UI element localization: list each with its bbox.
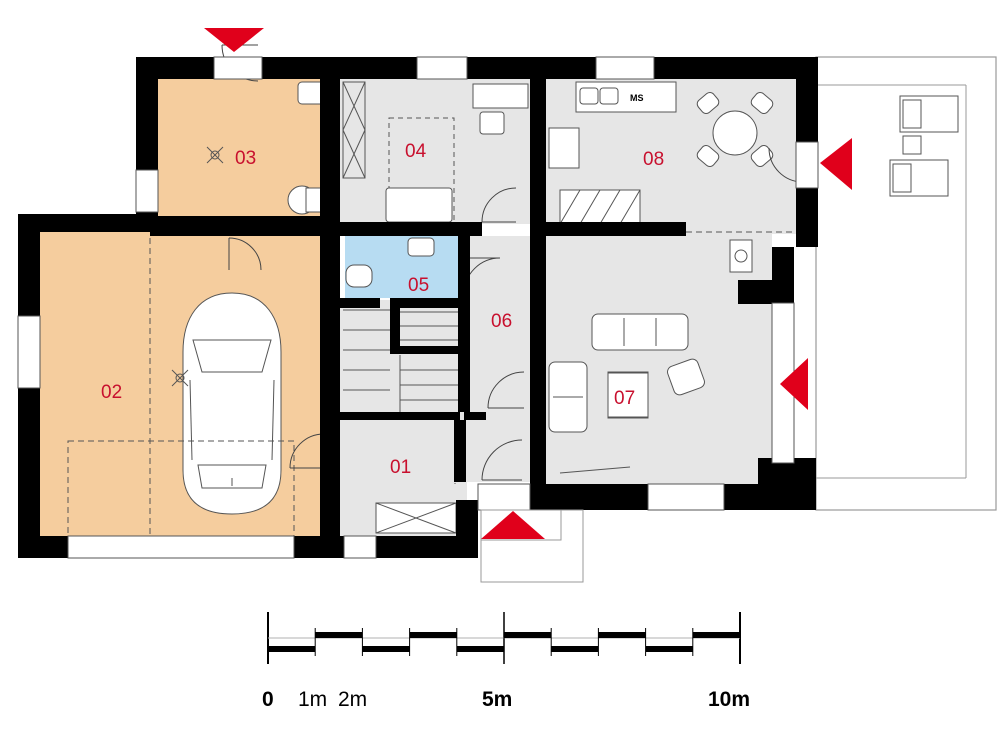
scale-segment [598, 632, 646, 638]
pouf [667, 358, 705, 396]
room-number-01: 01 [390, 457, 411, 478]
room-number-06: 06 [491, 311, 512, 332]
room-07-floor [546, 234, 772, 484]
scale-label-5m: 5m [482, 688, 512, 711]
door [289, 433, 325, 469]
scale-bar: 0 1m 2m 5m 10m [262, 612, 750, 711]
kitchen-cabinets [559, 189, 641, 225]
window [135, 169, 159, 213]
hob [548, 127, 580, 169]
dining-table [696, 91, 774, 168]
room-number-04: 04 [405, 141, 427, 162]
toilet-icon [345, 264, 373, 288]
windows [17, 56, 819, 559]
scale-label-1m: 1m [298, 688, 327, 711]
ceiling-light-icon [206, 146, 224, 164]
fireplace [729, 239, 753, 273]
scale-segment [645, 646, 693, 652]
window [647, 483, 725, 511]
kitchen-counter [575, 81, 677, 113]
appliance-label: MS [630, 93, 644, 103]
door [481, 439, 523, 481]
armchair [548, 361, 588, 433]
furniture [67, 81, 959, 537]
scale-segment [362, 646, 410, 652]
scale-label-0: 0 [262, 688, 274, 711]
window [213, 56, 263, 80]
window [416, 56, 468, 80]
entrance-arrow-icon [820, 138, 852, 190]
scale-segment [504, 632, 552, 638]
entrance-arrows [204, 28, 852, 539]
stair-floor [340, 300, 467, 414]
room-06-floor [467, 236, 539, 482]
window [67, 535, 295, 559]
door [487, 371, 525, 409]
door [481, 187, 517, 223]
scale-segment [315, 632, 363, 638]
window [477, 483, 531, 511]
sofa [385, 187, 453, 223]
scale-segment [268, 646, 316, 652]
room-number-07: 07 [614, 388, 635, 409]
entrance-steps [480, 509, 584, 583]
scale-label-10m: 10m [708, 688, 750, 711]
sofa [591, 313, 689, 351]
ceiling-light-icon [171, 369, 189, 387]
sun-lounger [889, 159, 949, 197]
scale-segment [456, 646, 504, 652]
entrance-arrow-icon [204, 28, 264, 52]
entrance-arrow-icon [780, 358, 808, 410]
staircase [343, 309, 465, 414]
car-icon [182, 292, 282, 515]
side-table [902, 135, 922, 155]
window [343, 535, 377, 559]
scale-segment [409, 632, 457, 638]
scale-label-2m: 2m [338, 688, 367, 711]
scale-segment [692, 632, 740, 638]
room-number-02: 02 [101, 382, 122, 403]
entrance-arrow-icon [481, 511, 545, 539]
desk [472, 83, 529, 109]
room-number-05: 05 [408, 275, 429, 296]
window [17, 315, 41, 389]
scale-segment [551, 646, 599, 652]
door [228, 237, 262, 271]
sun-lounger [899, 95, 959, 133]
room-number-03: 03 [235, 148, 256, 169]
washbasin-icon [407, 237, 435, 257]
room-number-08: 08 [643, 149, 664, 170]
window [595, 56, 655, 80]
window [795, 141, 819, 189]
